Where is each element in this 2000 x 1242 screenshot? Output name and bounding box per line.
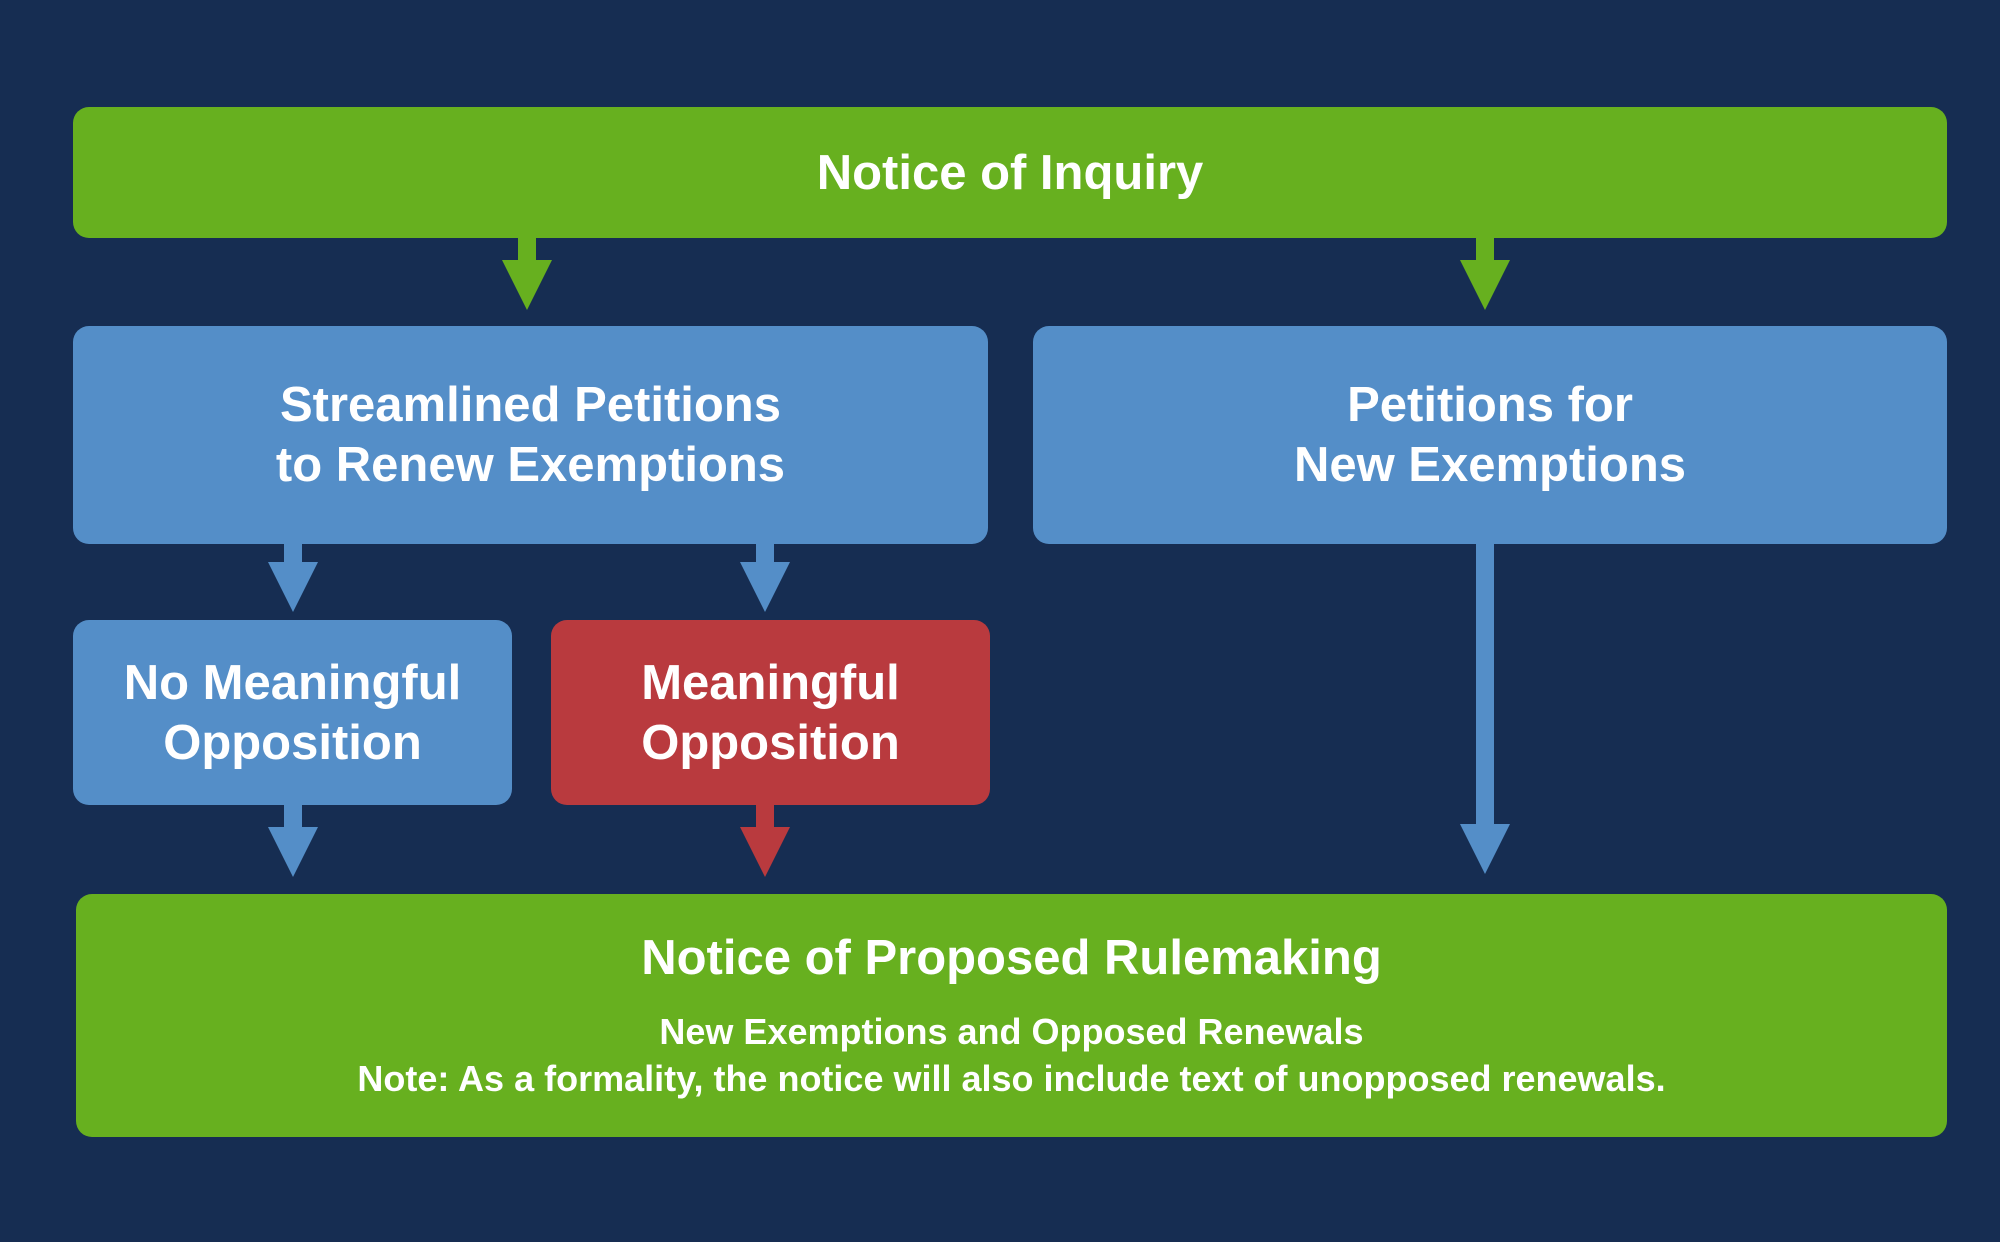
notice-of-inquiry-label: Notice of Inquiry [816,145,1204,200]
no-opposition-line2: Opposition [163,715,422,770]
arrow-streamlined-to-no-opposition [268,544,318,612]
streamlined-petitions-line2: to Renew Exemptions [275,438,786,492]
meaningful-opposition-box: Meaningful Opposition [551,620,990,805]
arrow-inquiry-to-new-exemptions [1460,238,1510,310]
nprm-note: Note: As a formality, the notice will al… [357,1057,1666,1099]
no-meaningful-opposition-box: No Meaningful Opposition [73,620,512,805]
nprm-title: Notice of Proposed Rulemaking [641,930,1382,985]
notice-of-inquiry-box: Notice of Inquiry [73,107,1947,238]
arrow-no-opposition-to-nprm [268,805,318,877]
streamlined-petitions-line1: Streamlined Petitions [279,378,781,432]
new-exemptions-line2: New Exemptions [1293,438,1687,492]
no-opposition-line1: No Meaningful [123,655,462,710]
opposition-line2: Opposition [641,715,900,770]
new-exemptions-petitions-box: Petitions for New Exemptions [1033,326,1947,544]
streamlined-petitions-box: Streamlined Petitions to Renew Exemption… [73,326,988,544]
opposition-line1: Meaningful [641,655,900,710]
nprm-subtitle: New Exemptions and Opposed Renewals [659,1010,1364,1052]
new-exemptions-line1: Petitions for [1347,378,1633,432]
arrow-new-exemptions-to-nprm [1460,544,1510,874]
notice-of-proposed-rulemaking-box: Notice of Proposed Rulemaking New Exempt… [76,894,1947,1137]
arrow-streamlined-to-opposition [740,544,790,612]
arrow-opposition-to-nprm [740,805,790,877]
arrow-inquiry-to-streamlined [502,238,552,310]
